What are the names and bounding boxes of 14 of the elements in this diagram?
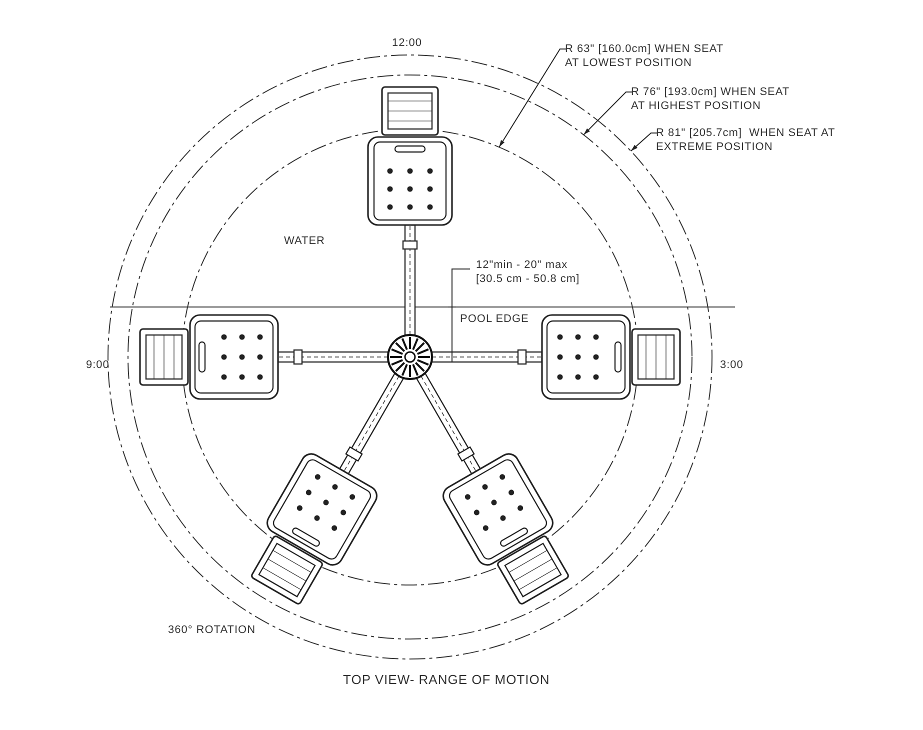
leader-line	[630, 132, 658, 152]
clock-position-label: 12:00	[392, 36, 422, 50]
dimension-note: R 76" [193.0cm] WHEN SEAT AT HIGHEST POSITION	[631, 85, 806, 113]
dimension-label: 12"min - 20" max [30.5 cm - 50.8 cm]	[476, 258, 581, 286]
dimension-note: R 63" [160.0cm] WHEN SEAT AT LOWEST POSITION	[565, 42, 740, 70]
clock-position-label: 3:00	[720, 358, 744, 372]
dimension-note: R 81" [205.7cm] WHEN SEAT AT EXTREME POSITION	[656, 126, 846, 154]
clock-position-label: 9:00	[86, 358, 110, 372]
leader-line	[583, 92, 632, 136]
area-label: WATER	[284, 234, 325, 248]
leader-line	[498, 48, 566, 148]
drawing-caption: TOP VIEW- RANGE OF MOTION	[343, 673, 550, 687]
pool-edge-label: POOL EDGE	[460, 312, 529, 326]
rotation-label: 360° ROTATION	[168, 623, 256, 637]
